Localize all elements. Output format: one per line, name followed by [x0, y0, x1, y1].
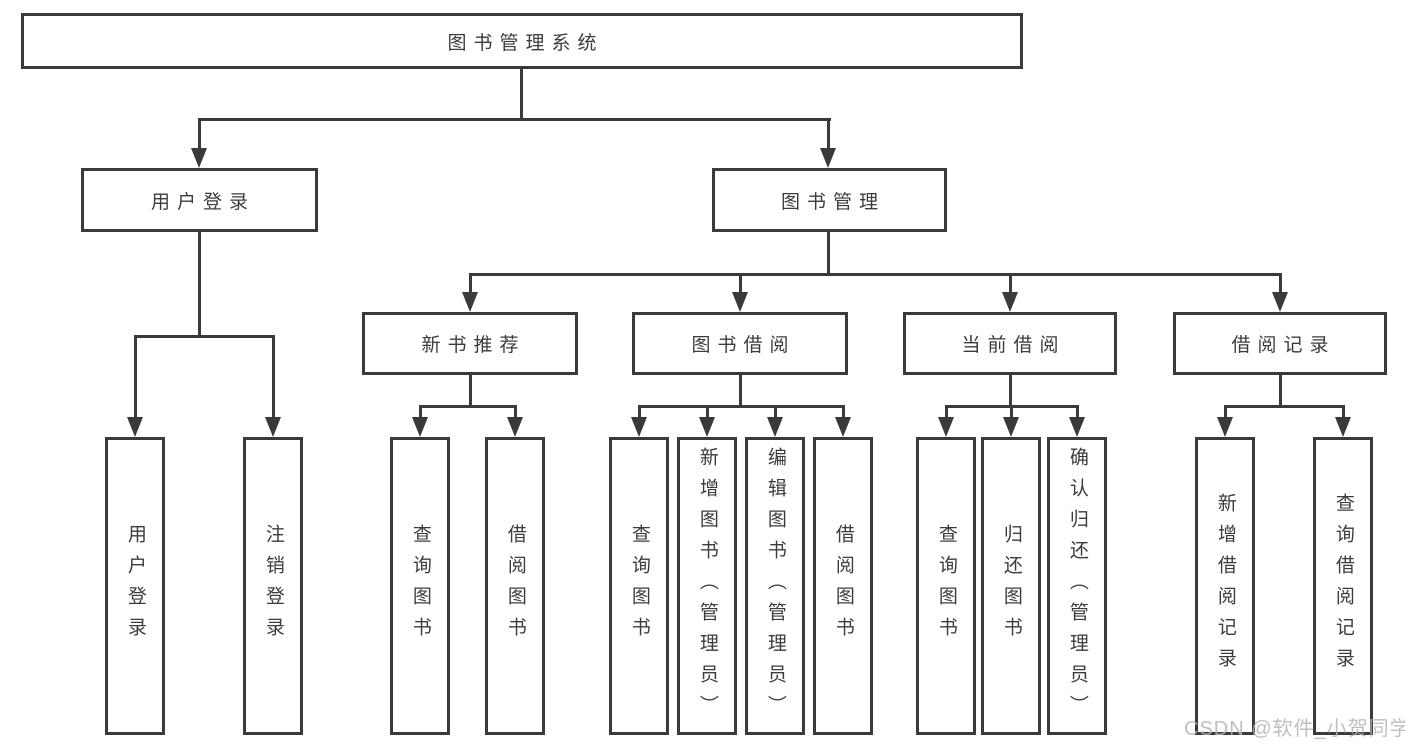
leaf-cb-confirm-return-admin: 确认归还（管理员）: [1047, 437, 1107, 735]
node-current-borrowing: 当前借阅: [903, 312, 1117, 375]
node-label: 新增图书（管理员）: [696, 446, 718, 726]
arrow-down-icon: [507, 417, 523, 437]
leaf-bb-edit-books-admin: 编辑图书（管理员）: [745, 437, 805, 735]
arrow-down-icon: [265, 417, 281, 437]
node-label: 新书推荐: [421, 335, 526, 356]
connector-line-vertical: [1009, 375, 1012, 405]
connector-line-vertical: [1279, 273, 1282, 294]
connector-line-vertical: [945, 405, 948, 419]
connector-line-horizontal: [134, 335, 275, 338]
connector-line-vertical: [469, 375, 472, 405]
leaf-bb-query-books: 查询图书: [609, 437, 669, 735]
node-label: 查询借阅记录: [1332, 493, 1354, 679]
arrow-down-icon: [127, 417, 143, 437]
arrow-down-icon: [835, 417, 851, 437]
connector-line-horizontal: [469, 273, 1282, 276]
node-library-system: 图书管理系统: [21, 13, 1023, 69]
connector-line-vertical: [419, 405, 422, 419]
leaf-nb-borrow-books: 借阅图书: [485, 437, 545, 735]
connector-line-vertical: [774, 405, 777, 419]
arrow-down-icon: [767, 417, 783, 437]
connector-line-horizontal: [638, 405, 845, 408]
node-borrowing-records: 借阅记录: [1173, 312, 1387, 375]
node-label: 查询图书: [409, 524, 431, 648]
connector-line-vertical: [1279, 375, 1282, 405]
node-label: 图书借阅: [691, 335, 796, 356]
connector-line-vertical: [1076, 405, 1079, 419]
leaf-bb-borrow-books: 借阅图书: [813, 437, 873, 735]
connector-line-vertical: [198, 232, 201, 335]
connector-line-vertical: [842, 405, 845, 419]
leaf-br-add-record: 新增借阅记录: [1195, 437, 1255, 735]
node-label: 查询图书: [935, 524, 957, 648]
connector-line-vertical: [198, 118, 201, 152]
node-label: 归还图书: [1000, 524, 1022, 648]
connector-line-vertical: [638, 405, 641, 419]
leaf-br-query-record: 查询借阅记录: [1313, 437, 1373, 735]
arrow-down-icon: [938, 417, 954, 437]
connector-line-horizontal: [1224, 405, 1344, 408]
arrow-down-icon: [1335, 417, 1351, 437]
connector-line-vertical: [706, 405, 709, 419]
leaf-user-login: 用户登录: [105, 437, 165, 735]
connector-line-vertical: [827, 118, 830, 152]
node-label: 图书管理系统: [447, 32, 604, 54]
node-label: 查询图书: [628, 524, 650, 648]
node-user-login: 用户登录: [81, 168, 318, 232]
node-label: 借阅记录: [1231, 335, 1336, 356]
node-label: 借阅图书: [504, 524, 526, 648]
arrow-down-icon: [1272, 292, 1288, 312]
arrow-down-icon: [631, 417, 647, 437]
leaf-logout: 注销登录: [243, 437, 303, 735]
node-label: 注销登录: [262, 524, 284, 648]
arrow-down-icon: [1069, 417, 1085, 437]
connector-line-vertical: [514, 405, 517, 419]
connector-line-vertical: [827, 232, 830, 273]
node-label: 当前借阅: [961, 335, 1066, 356]
node-new-book-recommend: 新书推荐: [362, 312, 578, 375]
connector-line-vertical: [272, 335, 275, 421]
leaf-bb-add-books-admin: 新增图书（管理员）: [677, 437, 737, 735]
arrow-down-icon: [191, 148, 207, 168]
arrow-down-icon: [732, 292, 748, 312]
arrow-down-icon: [412, 417, 428, 437]
connector-line-vertical: [469, 273, 472, 294]
node-label: 新增借阅记录: [1214, 493, 1236, 679]
connector-line-vertical: [1342, 405, 1345, 419]
connector-line-vertical: [739, 273, 742, 294]
connector-line-horizontal: [198, 118, 831, 121]
connector-line-vertical: [739, 375, 742, 405]
node-label: 用户登录: [124, 524, 146, 648]
node-label: 确认归还（管理员）: [1066, 446, 1088, 726]
connector-line-horizontal: [419, 405, 517, 408]
connector-line-vertical: [1009, 273, 1012, 294]
arrow-down-icon: [699, 417, 715, 437]
arrow-down-icon: [1217, 417, 1233, 437]
node-label: 图书管理: [780, 191, 885, 213]
node-label: 编辑图书（管理员）: [764, 446, 786, 726]
arrow-down-icon: [820, 148, 836, 168]
connector-line-vertical: [134, 335, 137, 421]
connector-line-vertical: [1010, 405, 1013, 419]
leaf-cb-return-books: 归还图书: [981, 437, 1041, 735]
arrow-down-icon: [1002, 292, 1018, 312]
connector-line-vertical: [520, 69, 523, 118]
arrow-down-icon: [462, 292, 478, 312]
node-book-borrowing: 图书借阅: [632, 312, 848, 375]
csdn-watermark: CSDN @软件_小贺同学: [1184, 718, 1405, 740]
arrow-down-icon: [1003, 417, 1019, 437]
leaf-nb-query-books: 查询图书: [390, 437, 450, 735]
leaf-cb-query-books: 查询图书: [916, 437, 976, 735]
connector-line-vertical: [1224, 405, 1227, 419]
node-label: 用户登录: [150, 191, 255, 213]
node-book-management: 图书管理: [712, 168, 947, 232]
node-label: 借阅图书: [832, 524, 854, 648]
